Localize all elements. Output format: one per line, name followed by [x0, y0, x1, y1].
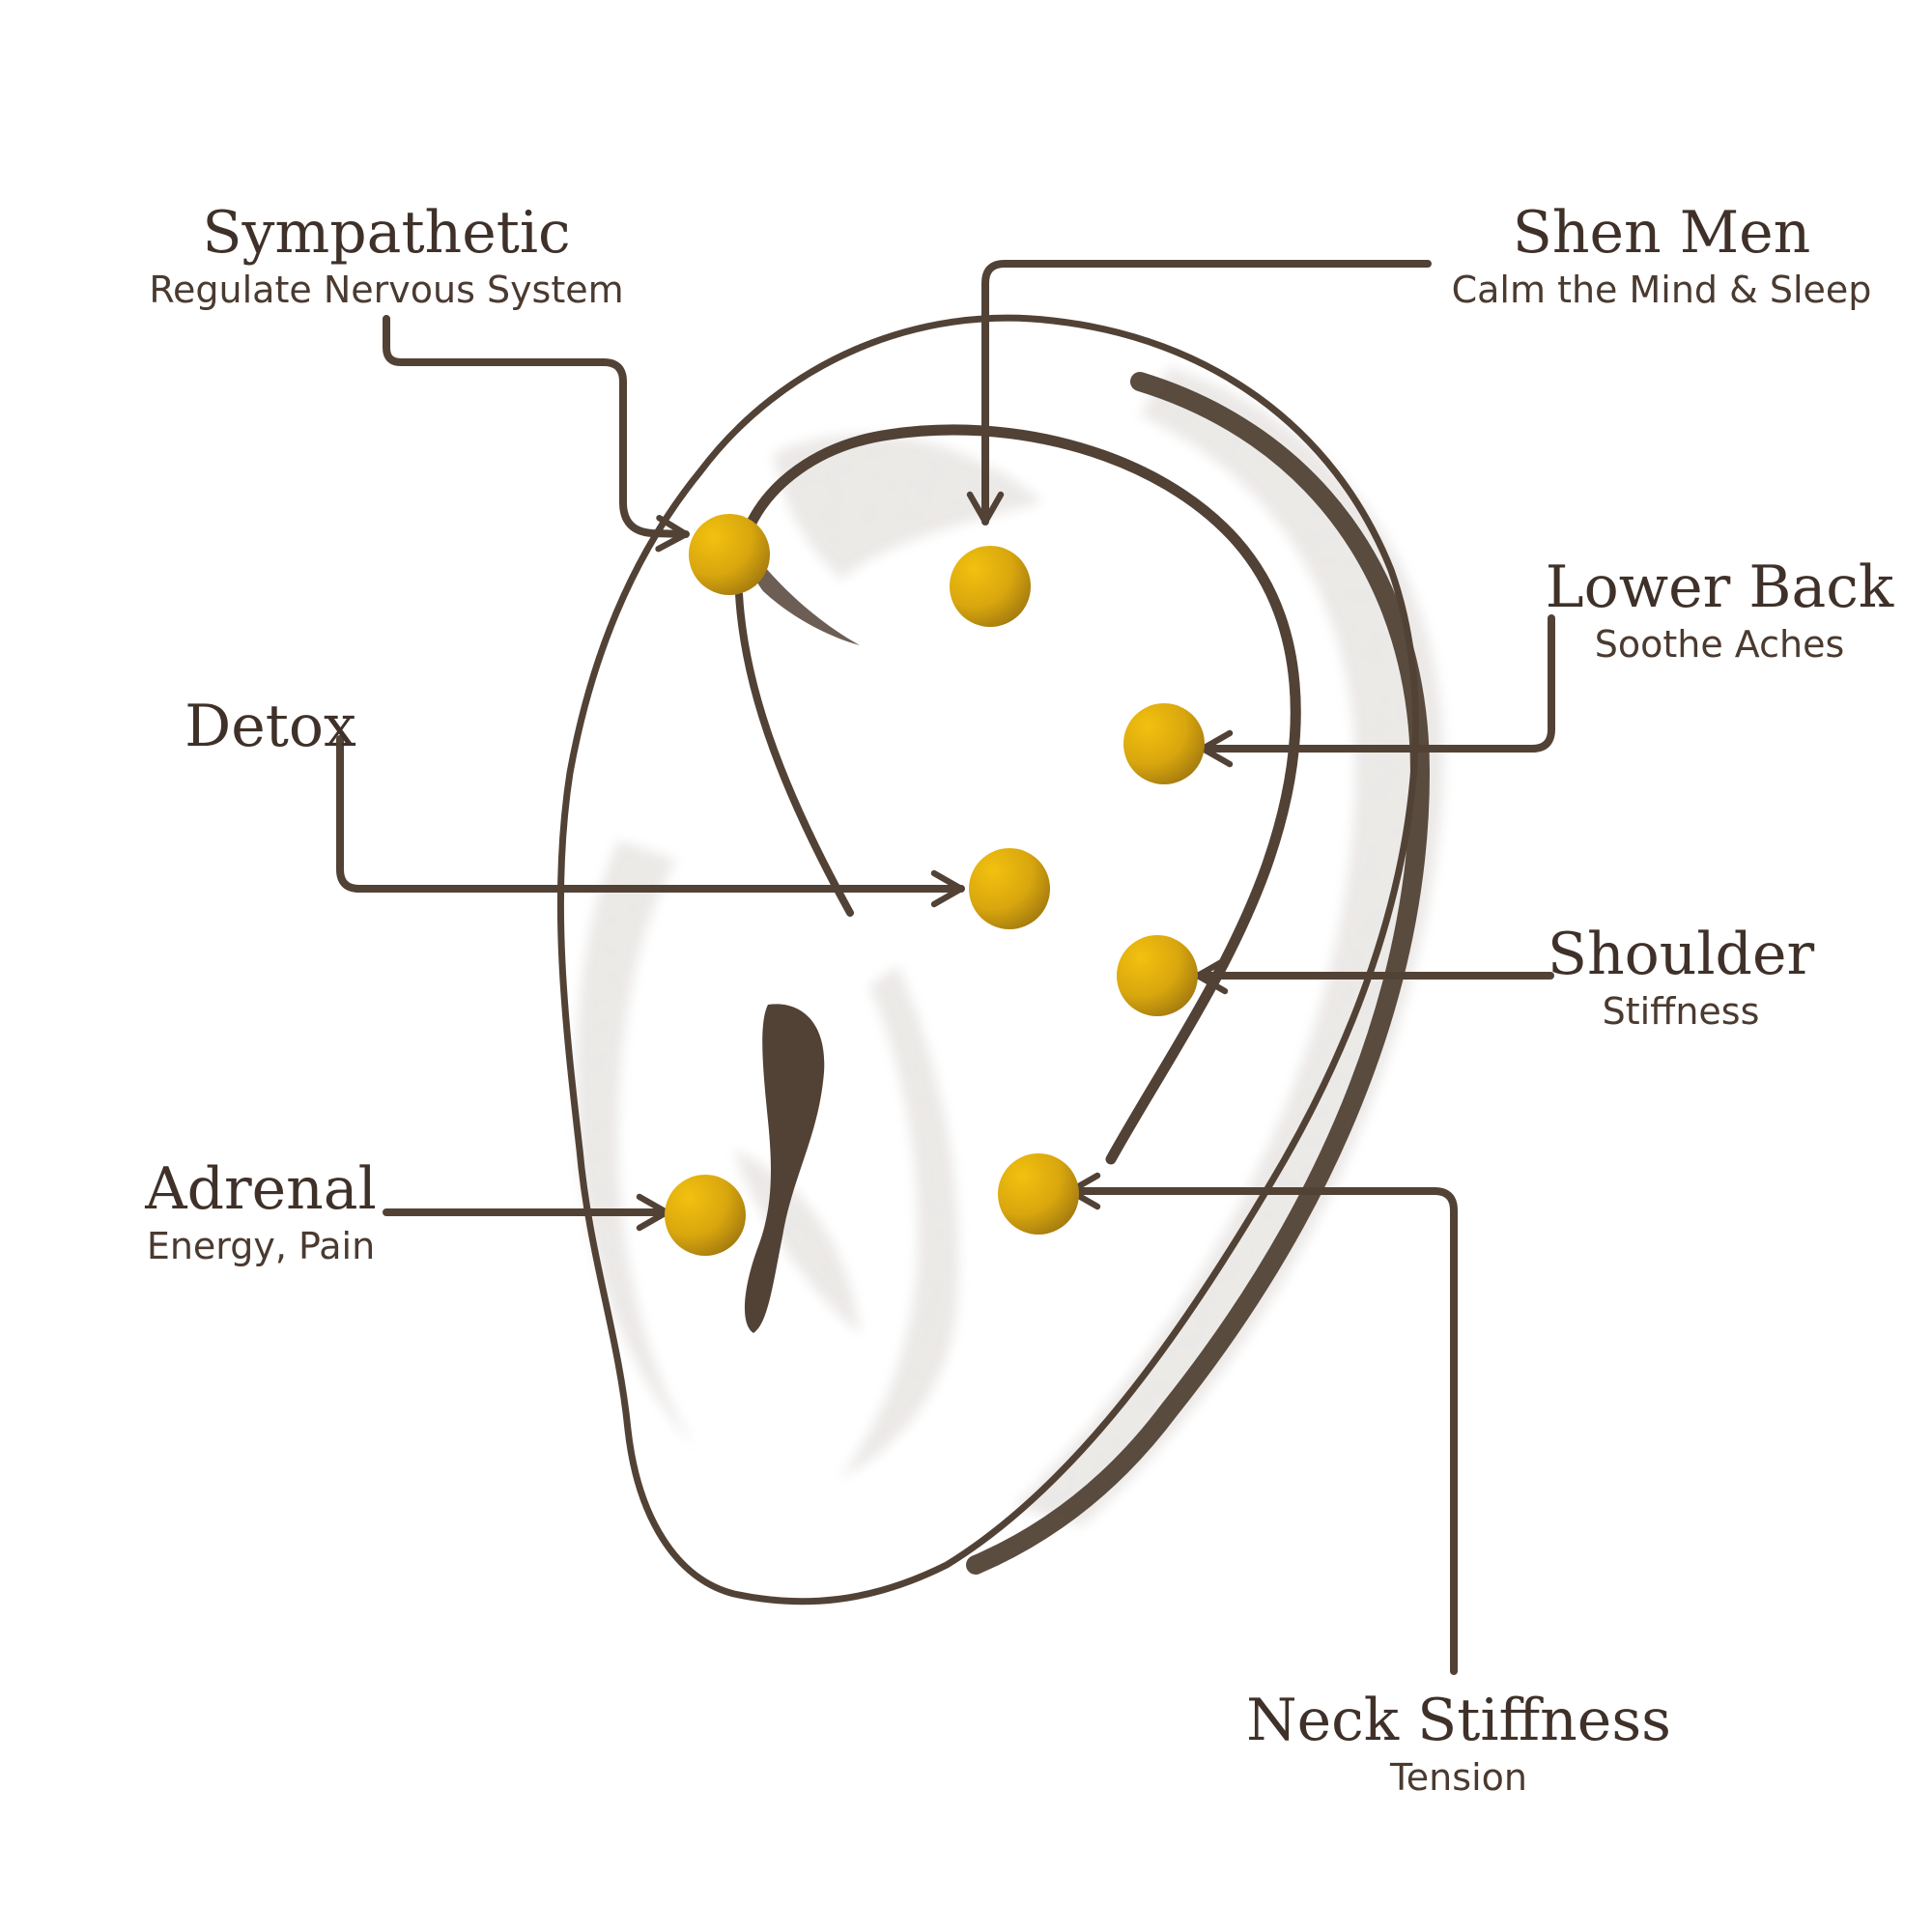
label-neck-stiffness-desc: Tension [1390, 1756, 1527, 1799]
leader-sympathetic [383, 315, 690, 553]
label-adrenal-desc: Energy, Pain [146, 1225, 376, 1267]
label-shoulder-name: Shoulder [1547, 921, 1815, 988]
point-shoulder[interactable] [1117, 935, 1198, 1016]
label-detox-name: Detox [185, 693, 356, 760]
point-adrenal[interactable] [665, 1175, 746, 1256]
point-neck-stiffness[interactable] [998, 1153, 1079, 1235]
label-shoulder: Shoulder Stiffness [1517, 920, 1845, 1034]
label-sympathetic-desc: Regulate Nervous System [149, 269, 624, 311]
label-shen-men-name: Shen Men [1512, 199, 1811, 267]
label-lower-back: Lower Back Soothe Aches [1517, 553, 1922, 667]
label-shen-men: Shen Men Calm the Mind & Sleep [1391, 198, 1932, 312]
label-neck-stiffness-name: Neck Stiffness [1246, 1687, 1671, 1754]
point-detox[interactable] [969, 848, 1050, 929]
label-lower-back-name: Lower Back [1545, 554, 1894, 621]
leader-detox [336, 735, 965, 908]
acupoints [665, 514, 1205, 1256]
helix-back-edge [966, 372, 1431, 1575]
ear-canal [744, 1004, 825, 1333]
label-sympathetic: Sympathetic Regulate Nervous System [97, 198, 676, 312]
leader-shen-men [966, 260, 1432, 526]
inner-shell [744, 541, 860, 645]
label-adrenal-name: Adrenal [145, 1155, 377, 1223]
leader-neck-stiffness [1066, 1172, 1458, 1675]
leader-lower-back [1199, 614, 1555, 768]
label-detox: Detox [145, 692, 396, 761]
ear-shading [576, 367, 1444, 1526]
label-sympathetic-name: Sympathetic [202, 199, 571, 267]
antihelix-curve [735, 590, 854, 917]
label-shen-men-desc: Calm the Mind & Sleep [1451, 269, 1872, 311]
ear-outline [556, 314, 1419, 1605]
label-lower-back-desc: Soothe Aches [1594, 623, 1845, 666]
label-adrenal: Adrenal Energy, Pain [106, 1154, 415, 1268]
label-shoulder-desc: Stiffness [1602, 990, 1760, 1033]
point-shen-men[interactable] [950, 546, 1031, 627]
point-sympathetic[interactable] [689, 514, 770, 595]
leader-lines [336, 260, 1555, 1675]
point-lower-back[interactable] [1123, 703, 1205, 784]
label-neck-stiffness: Neck Stiffness Tension [1217, 1686, 1700, 1800]
